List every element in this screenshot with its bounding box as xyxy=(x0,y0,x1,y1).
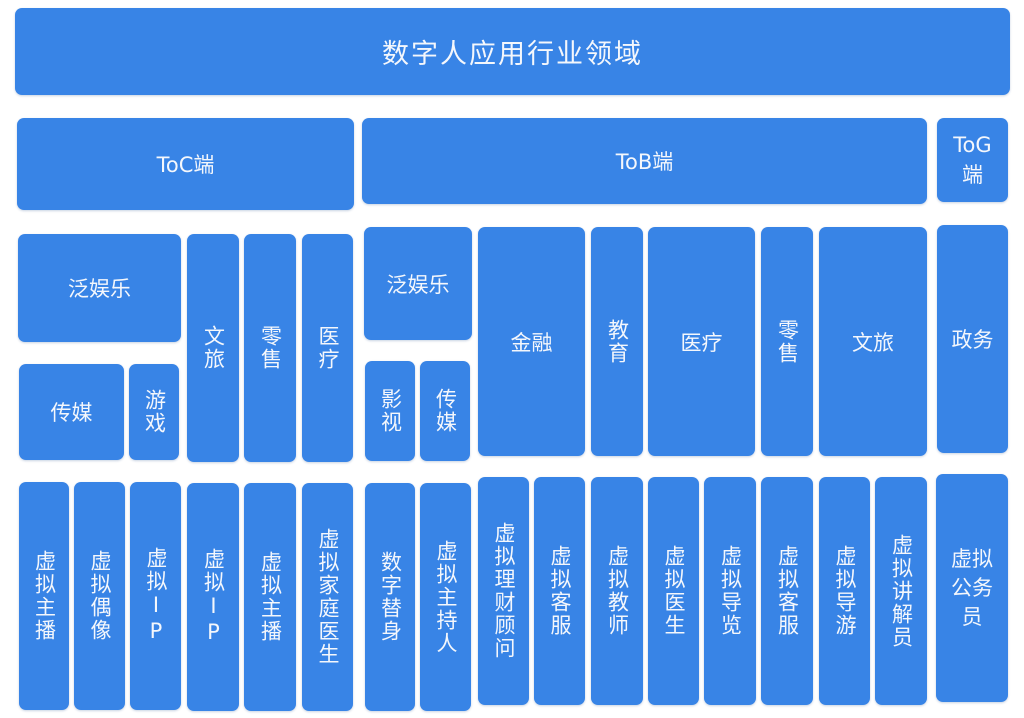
tob-app-7: 虚拟导览 xyxy=(704,477,756,705)
tob-app-5-label: 虚拟教师 xyxy=(605,545,630,637)
diagram-title: 数字人应用行业领域 xyxy=(15,8,1010,95)
tob-industry-yiliao-label: 医疗 xyxy=(680,330,723,355)
tog-app-1: 虚拟公务员 xyxy=(936,474,1008,702)
tob-industry-fanyule-label: 泛娱乐 xyxy=(386,272,450,297)
tob-app-5: 虚拟教师 xyxy=(591,477,643,705)
segment-tog: ToG 端 xyxy=(937,118,1008,202)
toc-industry-lingshou-label: 零售 xyxy=(258,325,283,371)
tob-app-9: 虚拟导游 xyxy=(819,477,870,705)
tob-app-2-label: 虚拟主持人 xyxy=(434,539,458,655)
tob-app-9-label: 虚拟导游 xyxy=(833,545,857,637)
tob-industry-yingshi: 影视 xyxy=(365,361,415,461)
tob-industry-wenlv: 文旅 xyxy=(819,227,927,456)
tob-app-7-label: 虚拟导览 xyxy=(718,545,743,637)
toc-app-5-label: 虚拟主播 xyxy=(258,551,283,643)
toc-industry-chuanmei: 传媒 xyxy=(19,364,124,460)
toc-app-5: 虚拟主播 xyxy=(244,483,296,711)
toc-app-1-label: 虚拟主播 xyxy=(32,550,57,642)
toc-industry-yiliao-label: 医疗 xyxy=(316,325,340,371)
toc-industry-yiliao: 医疗 xyxy=(302,234,353,462)
tob-industry-yingshi-label: 影视 xyxy=(378,388,403,434)
segment-tog-label-line1: ToG xyxy=(953,133,992,157)
tob-industry-jiaoyu: 教育 xyxy=(591,227,643,456)
tob-industry-lingshou: 零售 xyxy=(761,227,813,456)
tob-app-4-label: 虚拟客服 xyxy=(548,545,572,637)
toc-app-2-label: 虚拟偶像 xyxy=(88,550,112,642)
diagram-title-text: 数字人应用行业领域 xyxy=(382,39,643,70)
tog-app-1-label: 虚拟公务员 xyxy=(951,546,993,629)
segment-tob-label: ToB端 xyxy=(615,150,674,174)
tob-industry-jiaoyu-label: 教育 xyxy=(605,318,630,365)
tob-industry-chuanmei: 传媒 xyxy=(420,361,470,461)
toc-app-4: 虚拟IP xyxy=(187,483,239,711)
toc-industry-fanyule-label: 泛娱乐 xyxy=(68,277,131,301)
toc-industry-fanyule: 泛娱乐 xyxy=(18,234,181,342)
toc-industry-wenlv-label: 文旅 xyxy=(201,325,226,371)
toc-industry-wenlv: 文旅 xyxy=(187,234,239,462)
segment-toc-label: ToC端 xyxy=(156,153,215,177)
toc-app-6-label: 虚拟家庭医生 xyxy=(316,528,340,666)
tob-app-3: 虚拟理财顾问 xyxy=(478,477,529,705)
tob-app-1-label: 数字替身 xyxy=(378,551,403,643)
toc-app-4-label: 虚拟IP xyxy=(201,548,226,646)
toc-industry-youxi-label: 游戏 xyxy=(142,389,167,435)
toc-app-2: 虚拟偶像 xyxy=(74,482,125,710)
tob-industry-fanyule: 泛娱乐 xyxy=(364,227,472,340)
tob-app-10: 虚拟讲解员 xyxy=(875,477,927,705)
tob-industry-wenlv-label: 文旅 xyxy=(852,330,894,355)
tob-app-6: 虚拟医生 xyxy=(648,477,699,705)
tog-industry-zhengwu: 政务 xyxy=(937,225,1008,453)
tob-app-8-label: 虚拟客服 xyxy=(775,545,800,637)
tob-app-3-label: 虚拟理财顾问 xyxy=(492,522,516,660)
tob-industry-jinrong: 金融 xyxy=(478,227,585,456)
tob-industry-lingshou-label: 零售 xyxy=(775,318,800,365)
segment-tob: ToB端 xyxy=(362,118,927,204)
toc-industry-chuanmei-label: 传媒 xyxy=(50,401,93,425)
toc-app-1: 虚拟主播 xyxy=(19,482,69,710)
segment-tog-label-line2: 端 xyxy=(962,163,983,187)
tob-app-2: 虚拟主持人 xyxy=(420,483,471,711)
tob-app-10-label: 虚拟讲解员 xyxy=(889,533,914,649)
tob-app-6-label: 虚拟医生 xyxy=(662,545,686,637)
segment-toc: ToC端 xyxy=(17,118,354,210)
tob-industry-jinrong-label: 金融 xyxy=(510,330,553,355)
toc-industry-lingshou: 零售 xyxy=(244,234,296,462)
tob-app-1: 数字替身 xyxy=(365,483,415,711)
toc-app-3-label: 虚拟IP xyxy=(144,547,168,645)
tob-app-4: 虚拟客服 xyxy=(534,477,585,705)
tob-industry-chuanmei-label: 传媒 xyxy=(433,388,458,434)
tob-industry-yiliao: 医疗 xyxy=(648,227,755,456)
toc-industry-youxi: 游戏 xyxy=(129,364,179,460)
tog-industry-zhengwu-label: 政务 xyxy=(951,328,994,352)
toc-app-6: 虚拟家庭医生 xyxy=(302,483,353,711)
toc-app-3: 虚拟IP xyxy=(130,482,181,710)
tob-app-8: 虚拟客服 xyxy=(761,477,813,705)
